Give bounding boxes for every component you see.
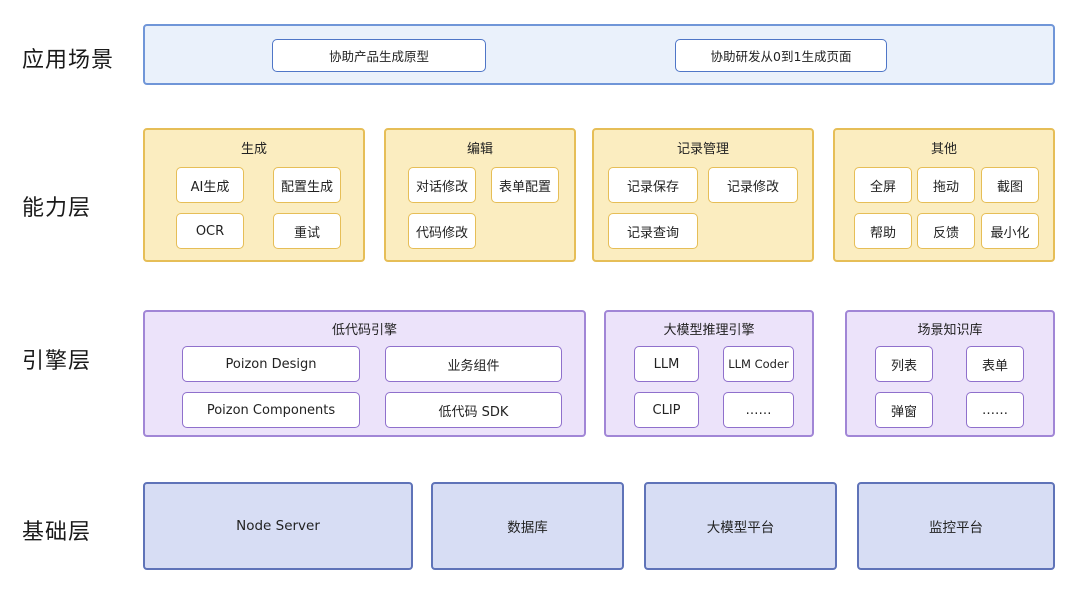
chip-config-generate: 配置生成 xyxy=(273,167,341,203)
chip-llm: LLM xyxy=(634,346,699,382)
chip-ocr: OCR xyxy=(176,213,244,249)
group-title: 低代码引擎 xyxy=(331,323,397,338)
chip-lowcode-sdk: 低代码 SDK xyxy=(385,392,562,428)
app-scenario-page-generation: 协助研发从0到1生成页面 xyxy=(675,39,887,72)
chip-chat-edit: 对话修改 xyxy=(408,167,476,203)
foundation-label: 大模型平台 xyxy=(706,520,775,536)
chip-more: …… xyxy=(723,392,794,428)
chip-dialog: 弹窗 xyxy=(875,392,933,428)
chip-feedback: 反馈 xyxy=(917,213,975,249)
app-layer-panel: 协助产品生成原型 协助研发从0到1生成页面 xyxy=(143,24,1055,85)
chip-code-edit: 代码修改 xyxy=(408,213,476,249)
chip-poizon-components: Poizon Components xyxy=(182,392,360,428)
foundation-label: Node Server xyxy=(236,518,320,534)
foundation-llm-platform: 大模型平台 xyxy=(644,482,837,570)
group-title: 编辑 xyxy=(466,142,493,157)
row-label-foundation: 基础层 xyxy=(22,520,92,545)
chip-ai-generate: AI生成 xyxy=(176,167,244,203)
chip-llm-coder: LLM Coder xyxy=(723,346,794,382)
chip-form-config: 表单配置 xyxy=(491,167,559,203)
chip-more: …… xyxy=(966,392,1024,428)
foundation-monitoring-platform: 监控平台 xyxy=(857,482,1055,570)
chip-form: 表单 xyxy=(966,346,1024,382)
capability-group-records: 记录管理 记录保存 记录修改 记录查询 xyxy=(592,128,814,262)
capability-group-other: 其他 全屏 拖动 截图 帮助 反馈 最小化 xyxy=(833,128,1055,262)
app-scenario-prototype: 协助产品生成原型 xyxy=(272,39,486,72)
chip-minimize: 最小化 xyxy=(981,213,1039,249)
chip-business-components: 业务组件 xyxy=(385,346,562,382)
chip-clip: CLIP xyxy=(634,392,699,428)
foundation-label: 监控平台 xyxy=(929,520,983,536)
row-label-app: 应用场景 xyxy=(22,48,115,73)
chip-list: 列表 xyxy=(875,346,933,382)
chip-record-edit: 记录修改 xyxy=(708,167,798,203)
group-title: 场景知识库 xyxy=(917,323,983,338)
chip-screenshot: 截图 xyxy=(981,167,1039,203)
engine-group-llm-inference: 大模型推理引擎 LLM LLM Coder CLIP …… xyxy=(604,310,814,437)
foundation-node-server: Node Server xyxy=(143,482,413,570)
chip-drag: 拖动 xyxy=(917,167,975,203)
foundation-database: 数据库 xyxy=(431,482,624,570)
foundation-label: 数据库 xyxy=(507,520,548,536)
chip-record-save: 记录保存 xyxy=(608,167,698,203)
group-title: 生成 xyxy=(240,142,267,157)
chip-retry: 重试 xyxy=(273,213,341,249)
row-label-engine: 引擎层 xyxy=(22,349,92,374)
chip-fullscreen: 全屏 xyxy=(854,167,912,203)
capability-group-generate: 生成 AI生成 配置生成 OCR 重试 xyxy=(143,128,365,262)
group-title: 记录管理 xyxy=(676,142,729,157)
chip-record-query: 记录查询 xyxy=(608,213,698,249)
engine-group-lowcode: 低代码引擎 Poizon Design 业务组件 Poizon Componen… xyxy=(143,310,586,437)
chip-help: 帮助 xyxy=(854,213,912,249)
capability-group-edit: 编辑 对话修改 表单配置 代码修改 xyxy=(384,128,576,262)
group-title: 其他 xyxy=(930,142,957,157)
chip-poizon-design: Poizon Design xyxy=(182,346,360,382)
engine-group-knowledge-base: 场景知识库 列表 表单 弹窗 …… xyxy=(845,310,1055,437)
group-title: 大模型推理引擎 xyxy=(663,323,755,338)
row-label-capability: 能力层 xyxy=(22,196,92,221)
